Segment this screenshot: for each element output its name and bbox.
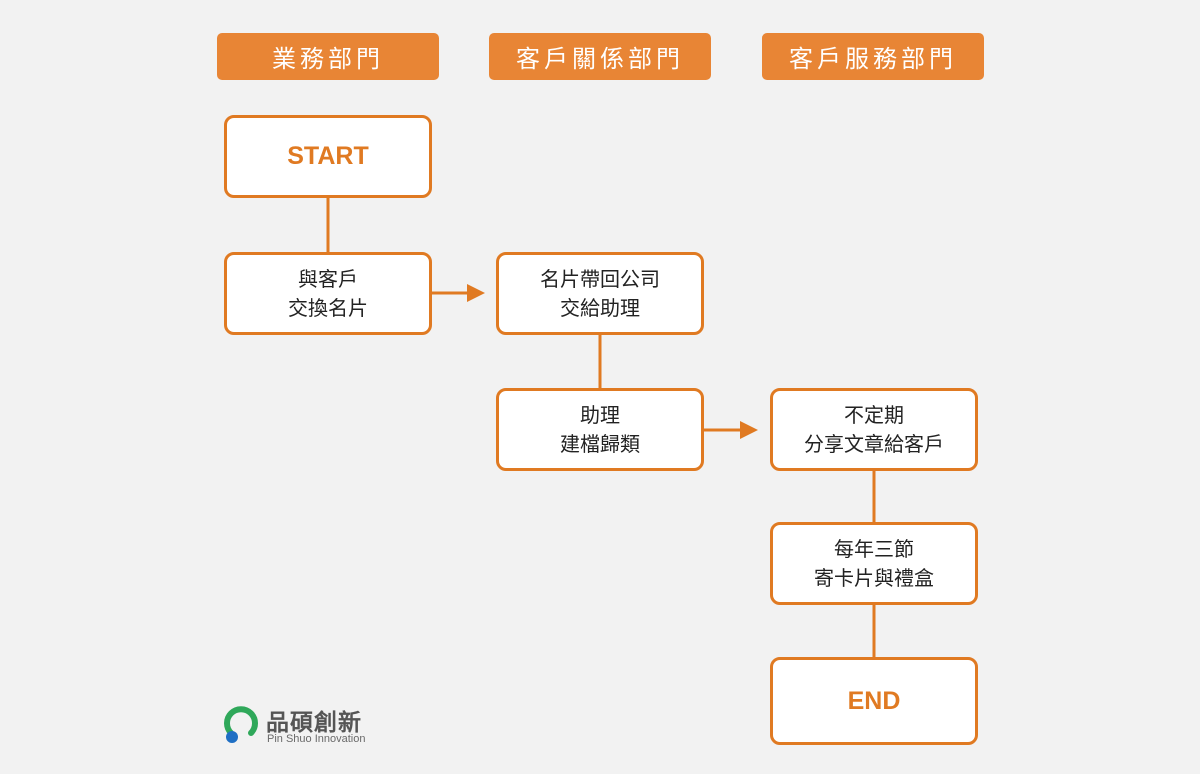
- pinshuo-logo-icon: [224, 706, 258, 743]
- assistant-filing-node: 助理 建檔歸類: [496, 388, 704, 471]
- holiday-gifts-line1: 每年三節: [834, 536, 914, 561]
- company-logo: 品碩創新 Pin Shuo Innovation: [224, 700, 394, 750]
- lane-header-client-relations: 客戶關係部門: [489, 33, 711, 80]
- hand-to-assistant-line1: 名片帶回公司: [540, 266, 660, 291]
- start-label: START: [287, 142, 369, 170]
- exchange-cards-node: 與客戶 交換名片: [224, 252, 432, 335]
- exchange-cards-line2: 交換名片: [288, 295, 368, 320]
- holiday-gifts-line2: 寄卡片與禮盒: [814, 565, 934, 590]
- exchange-cards-line1: 與客戶: [298, 266, 358, 291]
- holiday-gifts-node: 每年三節 寄卡片與禮盒: [770, 522, 978, 605]
- start-node: START: [224, 115, 432, 198]
- logo-title: 品碩創新: [266, 710, 362, 736]
- lane-header-client-service: 客戶服務部門: [762, 33, 984, 80]
- end-node: END: [770, 657, 978, 745]
- share-articles-node: 不定期 分享文章給客戶: [770, 388, 978, 471]
- share-articles-line2: 分享文章給客戶: [804, 431, 944, 456]
- hand-to-assistant-node: 名片帶回公司 交給助理: [496, 252, 704, 335]
- end-label: END: [847, 686, 901, 715]
- hand-to-assistant-line2: 交給助理: [560, 295, 640, 320]
- assistant-filing-line1: 助理: [580, 402, 620, 427]
- logo-subtitle: Pin Shuo Innovation: [267, 733, 366, 745]
- share-articles-line1: 不定期: [844, 402, 904, 427]
- assistant-filing-line2: 建檔歸類: [560, 431, 640, 456]
- lane-header-sales: 業務部門: [217, 33, 439, 80]
